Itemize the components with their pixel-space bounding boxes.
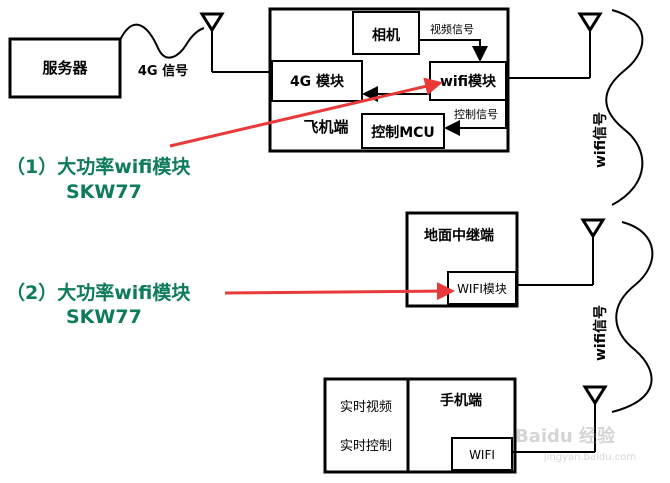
phone-wifi-label: WIFI	[469, 448, 495, 462]
module-4g-label: 4G 模块	[290, 73, 345, 90]
annotation-1-line1: （1）大功率wifi模块	[6, 155, 191, 178]
realtime-control-label: 实时控制	[340, 439, 392, 454]
watermark: Baidu 经验 jingyan.baidu.com	[515, 425, 636, 463]
link-4g-wave	[119, 23, 205, 59]
relay-block: 地面中继端 WIFI模块	[405, 211, 519, 308]
annotation-arrow-1	[169, 77, 443, 148]
annotation-arrow-2	[224, 282, 455, 301]
control-signal-label: 控制信号	[454, 107, 498, 121]
camera-label: 相机	[372, 27, 400, 44]
relay-title: 地面中继端	[424, 227, 494, 244]
annotation-2-line1: （2）大功率wifi模块	[6, 281, 191, 304]
phone-title: 手机端	[440, 392, 482, 409]
server-node: 服务器	[8, 37, 122, 99]
antenna-icon	[516, 218, 606, 286]
watermark-url: jingyan.baidu.com	[543, 452, 636, 463]
relay-module-label: WIFI模块	[457, 282, 507, 296]
annotation-1-line2: SKW77	[66, 181, 142, 203]
wifi-wave-1	[605, 9, 644, 206]
watermark-text: Baidu 经验	[515, 425, 616, 447]
phone-block: 实时视频 实时控制 手机端 WIFI	[323, 377, 517, 474]
annotation-2-line2: SKW77	[66, 306, 142, 328]
link-4g-label: 4G 信号	[138, 63, 188, 79]
antenna-icon	[512, 385, 608, 453]
wifi-wave-2	[611, 221, 654, 413]
wifi-signal-label-1: wifi信号	[592, 112, 609, 168]
antenna-icon	[199, 12, 272, 73]
video-signal-label: 视频信号	[430, 22, 474, 36]
antenna-icon	[506, 12, 603, 79]
wifi-signal-label-2: wifi信号	[592, 305, 609, 361]
mcu-label: 控制MCU	[371, 124, 435, 141]
server-label: 服务器	[42, 59, 88, 77]
aircraft-title: 飞机端	[303, 118, 348, 136]
realtime-video-label: 实时视频	[340, 400, 392, 415]
aircraft-block: 相机 4G 模块 wifi模块 控制MCU 飞机端 视频信号 控制信号	[268, 7, 510, 153]
wifi-module-label: wifi模块	[440, 73, 497, 90]
